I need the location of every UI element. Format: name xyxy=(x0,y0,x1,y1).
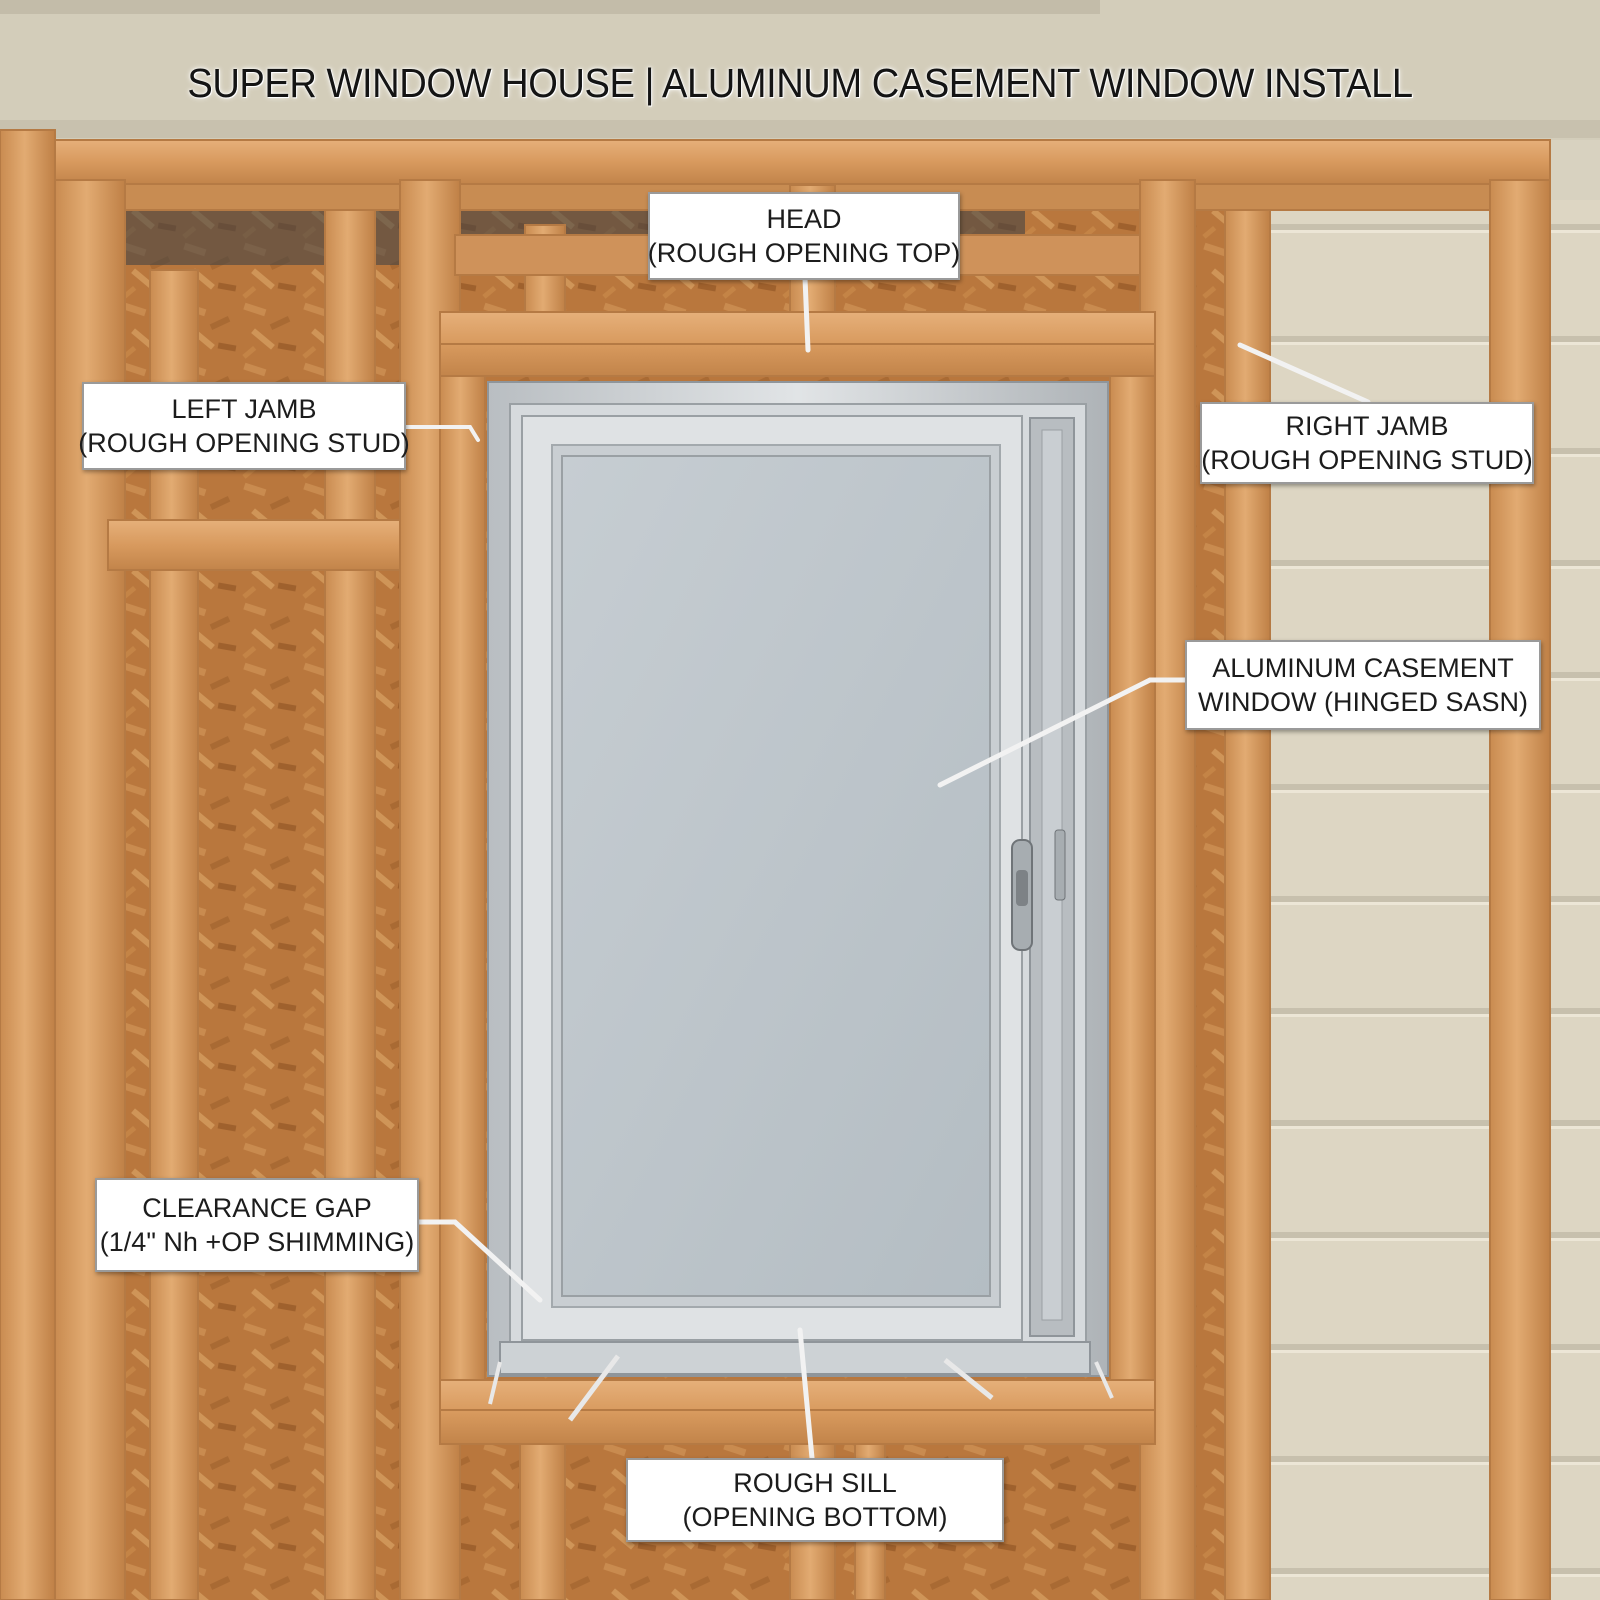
callout-clearance-gap-line2: (1/4" Nh +OP SHIMMING) xyxy=(99,1227,415,1257)
callout-right-jamb-line2: (ROUGH OPENING STUD) xyxy=(1201,445,1533,475)
top-plate xyxy=(54,139,1551,185)
callout-left-jamb-line2: (ROUGH OPENING STUD) xyxy=(78,428,410,458)
callout-rough-sill: ROUGH SILL (OPENING BOTTOM) xyxy=(626,1458,1004,1542)
callout-rough-sill-line1: ROUGH SILL xyxy=(733,1468,897,1498)
callout-left-jamb: LEFT JAMB (ROUGH OPENING STUD) xyxy=(78,382,410,470)
leader-sill xyxy=(797,1327,815,1461)
left-jamb-stud xyxy=(439,375,486,1387)
stud-far-left xyxy=(0,129,56,1600)
leader-right-jamb xyxy=(1237,342,1371,405)
leader-head xyxy=(802,275,811,353)
callout-clearance-gap-line1: CLEARANCE GAP xyxy=(142,1193,372,1223)
cripple-stud-bottom-1 xyxy=(519,1443,566,1600)
rough-sill xyxy=(439,1379,1156,1445)
callout-head-line2: (ROUGH OPENING TOP) xyxy=(647,238,961,268)
stud-far-right xyxy=(1489,179,1551,1600)
callout-right-jamb-line1: RIGHT JAMB xyxy=(1285,411,1449,441)
callout-head-line1: HEAD xyxy=(766,204,842,234)
callout-head: HEAD (ROUGH OPENING TOP) xyxy=(648,192,960,280)
leader-left-jamb xyxy=(402,425,480,442)
page-title: SUPER WINDOW HOUSE | ALUMINUM CASEMENT W… xyxy=(187,60,1413,106)
callout-rough-sill-line2: (OPENING BOTTOM) xyxy=(682,1502,948,1532)
callout-clearance-gap: CLEARANCE GAP (1/4" Nh +OP SHIMMING) xyxy=(95,1178,419,1272)
fire-block xyxy=(107,519,409,571)
callout-casement-line1: ALUMINUM CASEMENT xyxy=(1212,653,1514,683)
callout-right-jamb: RIGHT JAMB (ROUGH OPENING STUD) xyxy=(1200,402,1534,484)
callout-left-jamb-line1: LEFT JAMB xyxy=(171,394,317,424)
callout-casement: ALUMINUM CASEMENT WINDOW (HINGED SASN) xyxy=(1185,640,1541,730)
right-jamb-stud xyxy=(1109,375,1156,1387)
upper-siding xyxy=(0,0,1600,140)
leader-casement xyxy=(937,677,1188,788)
window-lock xyxy=(1054,829,1066,901)
stud-left-2 xyxy=(149,269,199,1600)
callout-casement-line2: WINDOW (HINGED SASN) xyxy=(1198,687,1528,717)
leader-clearance xyxy=(415,1219,543,1303)
window-glass xyxy=(561,455,991,1297)
